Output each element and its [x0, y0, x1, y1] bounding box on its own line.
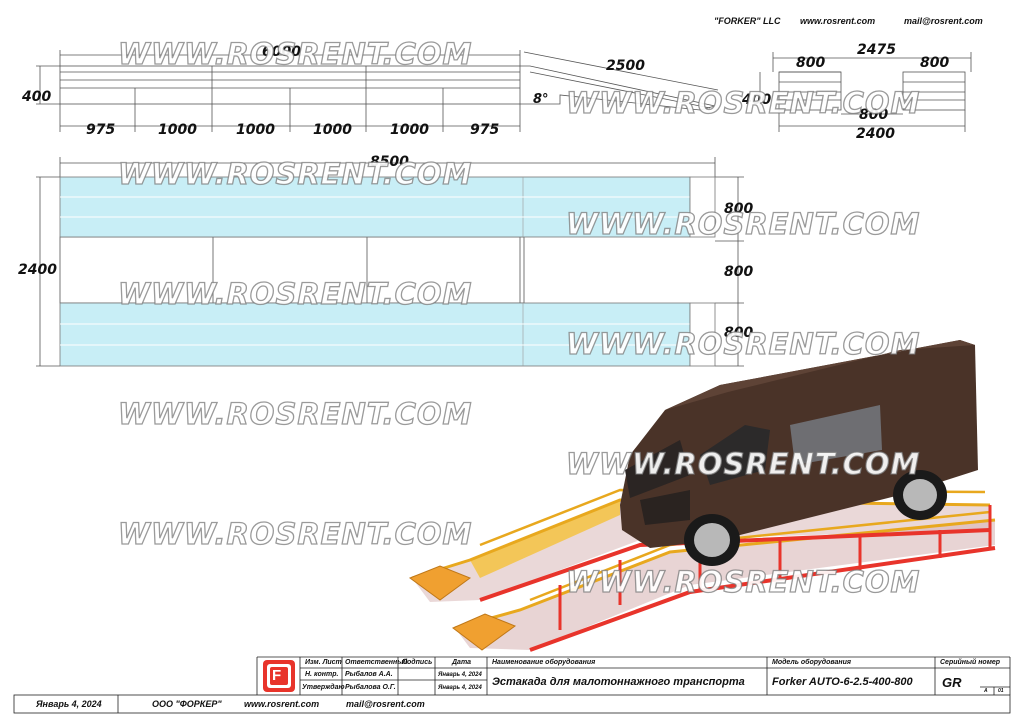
tb-row3-name: Рыбалова О.Г. [345, 684, 396, 691]
van-illustration [620, 340, 978, 566]
side-seg-6: 975 [470, 122, 500, 138]
side-seg-3: 1000 [236, 122, 275, 138]
top-width: 2400 [18, 262, 57, 278]
side-ramp-length: 2500 [606, 58, 645, 74]
tb-equipment-label: Наименование оборудования [492, 659, 596, 666]
tb-row2-role: Н. контр. [305, 671, 339, 678]
end-track-left: 800 [796, 55, 826, 71]
tb-model-value: Forker AUTO-6-2.5-400-800 [772, 676, 913, 688]
side-seg-2: 1000 [158, 122, 197, 138]
tb-col-responsible: Ответственный [345, 659, 408, 666]
tb-col-sheet: Изм. Лист [305, 659, 342, 666]
end-inner-width: 2400 [856, 126, 895, 142]
end-total-width: 2475 [857, 42, 896, 58]
tb-serial-value: GR [942, 675, 962, 690]
title-block-frame [13, 656, 1011, 714]
side-angle: 8° [533, 92, 549, 107]
header-company: "FORKER" LLC [714, 16, 781, 26]
header-email: mail@rosrent.com [904, 16, 983, 26]
side-total-length: 6000 [262, 44, 301, 60]
tb-col-signature: Подпись [402, 659, 433, 666]
side-seg-5: 1000 [390, 122, 429, 138]
tb-sheet-letter: А [984, 688, 988, 694]
tb-row2-name: Рыбалов А.А. [345, 671, 393, 678]
end-track-right: 800 [920, 55, 950, 71]
top-total-length: 8500 [370, 154, 409, 170]
footer-site: www.rosrent.com [244, 699, 320, 709]
top-view-tracks [59, 176, 716, 367]
tb-serial-label: Серийный номер [940, 659, 1001, 666]
tb-sheet-num: 01 [998, 688, 1004, 694]
header-site: www.rosrent.com [800, 16, 876, 26]
tb-col-date: Дата [452, 659, 472, 666]
side-height: 400 [22, 89, 52, 105]
tb-row3-date: Январь 4, 2024 [438, 685, 482, 691]
side-seg-4: 1000 [313, 122, 352, 138]
top-track-bottom: 800 [724, 325, 754, 341]
logo-letter: F [272, 667, 282, 684]
footer-email: mail@rosrent.com [346, 699, 425, 709]
top-track-top: 800 [724, 201, 754, 217]
tb-equipment-value: Эстакада для малотоннажного транспорта [492, 676, 745, 688]
footer-company: ООО "ФОРКЕР" [152, 699, 222, 709]
tb-model-label: Модель оборудования [772, 659, 851, 666]
top-gap: 800 [724, 264, 754, 280]
end-gap: 800 [859, 107, 889, 123]
footer-date: Январь 4, 2024 [36, 699, 102, 709]
tb-row2-date: Январь 4, 2024 [438, 672, 482, 678]
ramp-illustration [408, 488, 996, 652]
side-seg-1: 975 [86, 122, 116, 138]
tb-row3-role: Утверждаю [302, 684, 345, 691]
end-height: 400 [742, 92, 772, 108]
